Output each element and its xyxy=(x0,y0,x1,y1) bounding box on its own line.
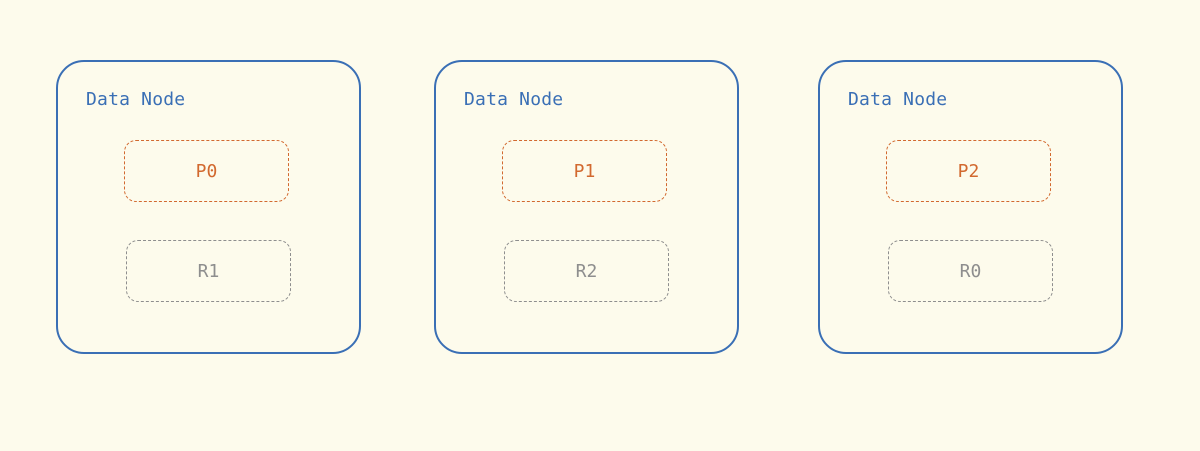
primary-shard-p1: P1 xyxy=(502,140,667,202)
data-node-2: Data Node P1 R2 xyxy=(434,60,739,354)
data-node-1: Data Node P0 R1 xyxy=(56,60,361,354)
replica-shard-r1: R1 xyxy=(126,240,291,302)
data-node-title: Data Node xyxy=(86,89,186,110)
replica-shard-r2: R2 xyxy=(504,240,669,302)
primary-shard-p0: P0 xyxy=(124,140,289,202)
data-node-title: Data Node xyxy=(848,89,948,110)
data-node-3: Data Node P2 R0 xyxy=(818,60,1123,354)
primary-shard-p2: P2 xyxy=(886,140,1051,202)
data-node-title: Data Node xyxy=(464,89,564,110)
replica-shard-r0: R0 xyxy=(888,240,1053,302)
